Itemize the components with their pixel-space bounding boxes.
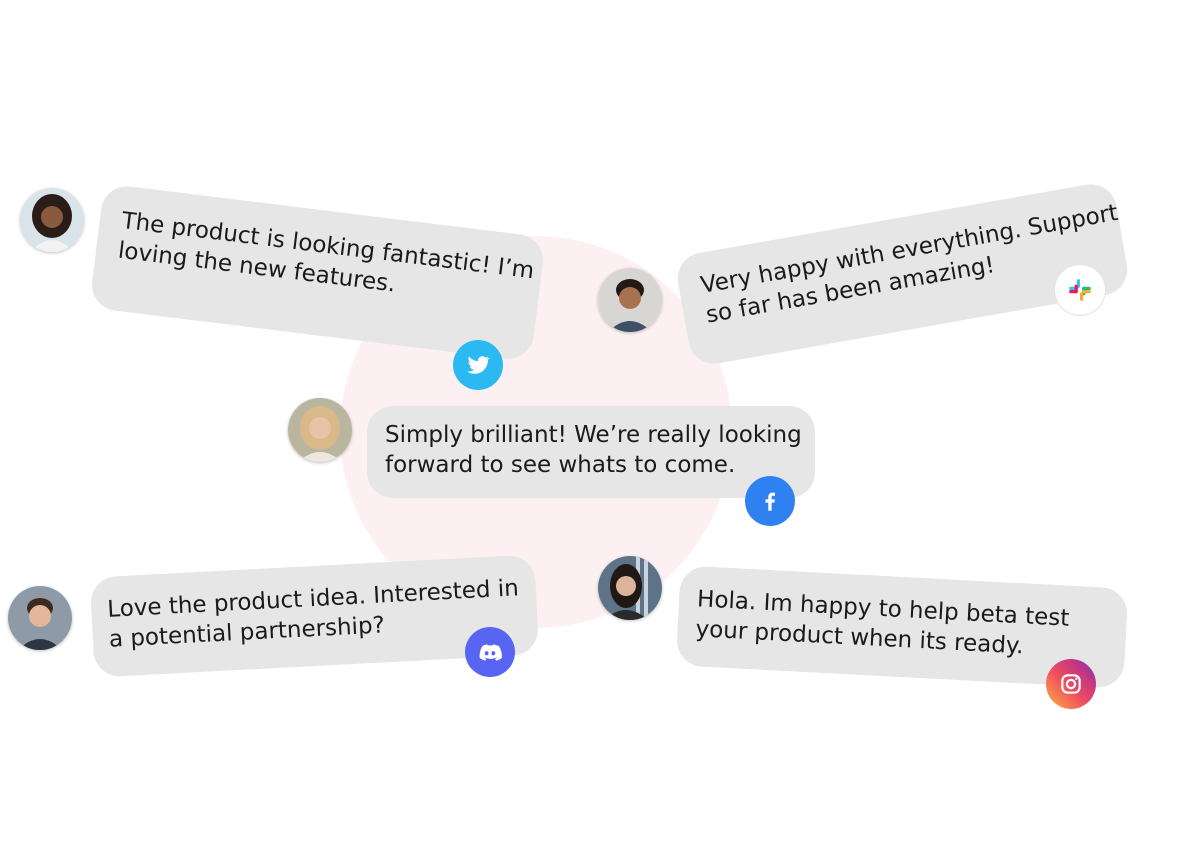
message-line: Simply brilliant! We’re really looking (385, 422, 802, 448)
avatar (598, 556, 662, 620)
avatar (8, 586, 72, 650)
twitter-icon (453, 340, 503, 390)
avatar (598, 268, 662, 332)
message-bubble: Simply brilliant! We’re really looking f… (367, 406, 815, 498)
instagram-icon (1046, 659, 1096, 709)
message-bubble: The product is looking fantastic! I’m lo… (89, 183, 546, 362)
facebook-icon (745, 476, 795, 526)
slack-icon (1055, 265, 1105, 315)
avatar (20, 188, 84, 252)
discord-icon (465, 627, 515, 677)
message-line: forward to see whats to come. (385, 452, 736, 478)
avatar (288, 398, 352, 462)
